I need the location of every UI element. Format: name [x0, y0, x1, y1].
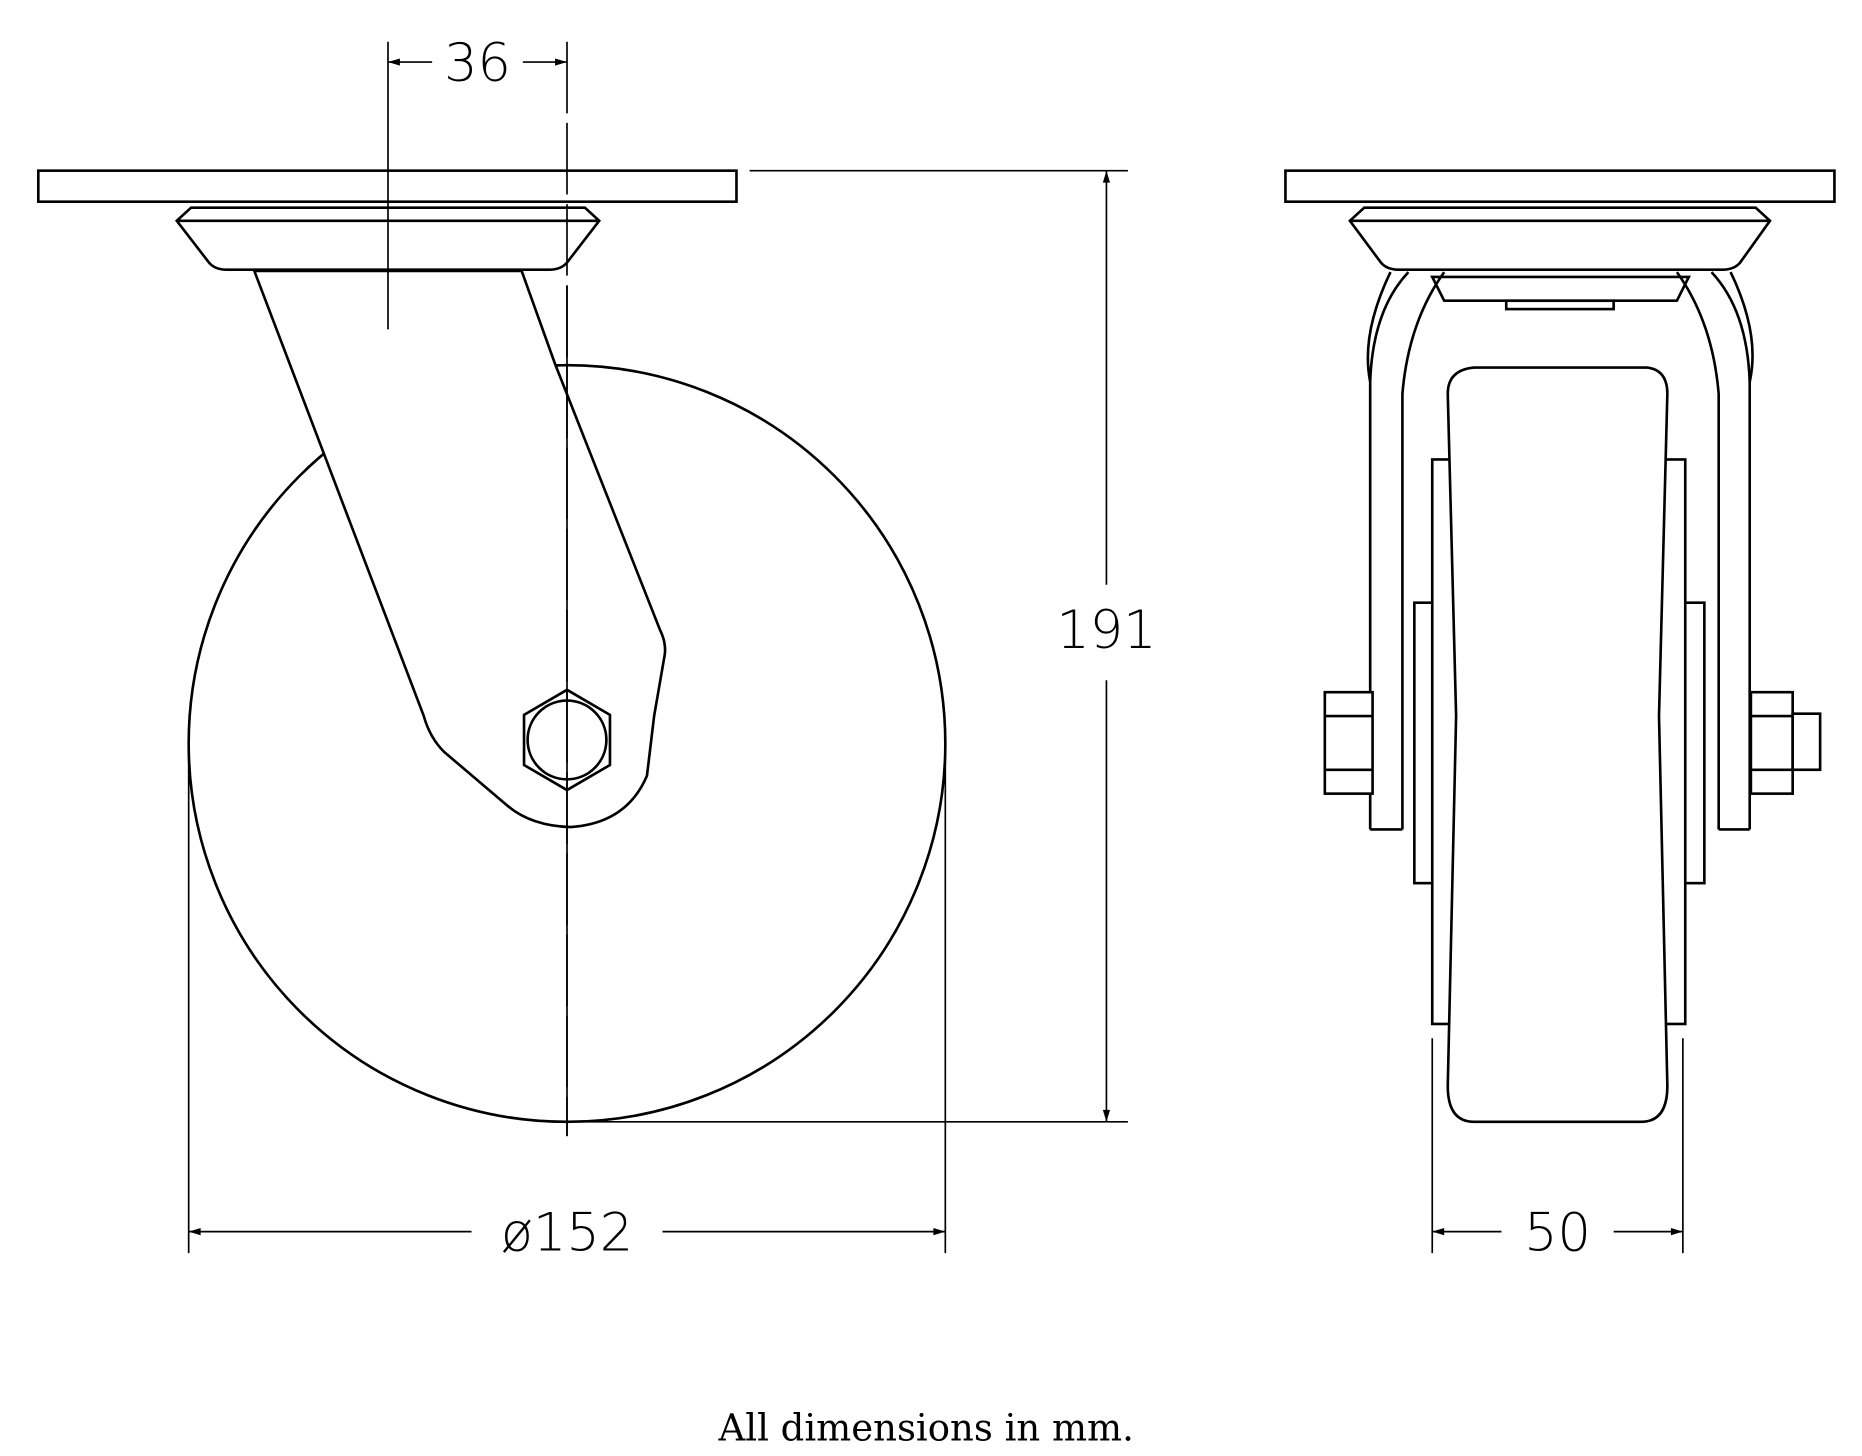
fork-leg — [252, 269, 667, 829]
top-plate-front — [1284, 169, 1836, 204]
dimension-offset: 36 — [387, 33, 567, 94]
nut-right — [1749, 690, 1794, 795]
units-note: All dimensions in mm. — [718, 1406, 1134, 1449]
dimension-diameter: ø152 — [187, 751, 947, 1264]
bolt-end — [1791, 712, 1822, 772]
fork-front — [1366, 271, 1754, 831]
dimension-height: 191 — [567, 169, 1157, 1123]
side-view — [36, 41, 947, 1137]
dimension-height-label: 191 — [1056, 600, 1156, 661]
dimension-width: 50 — [1431, 1038, 1684, 1264]
tyre-front — [1446, 366, 1669, 1124]
dimension-width-label: 50 — [1524, 1203, 1591, 1264]
nut-left — [1323, 690, 1374, 795]
dimension-offset-label: 36 — [444, 33, 511, 94]
front-view — [1284, 169, 1836, 1124]
dimension-diameter-label: ø152 — [501, 1203, 633, 1264]
